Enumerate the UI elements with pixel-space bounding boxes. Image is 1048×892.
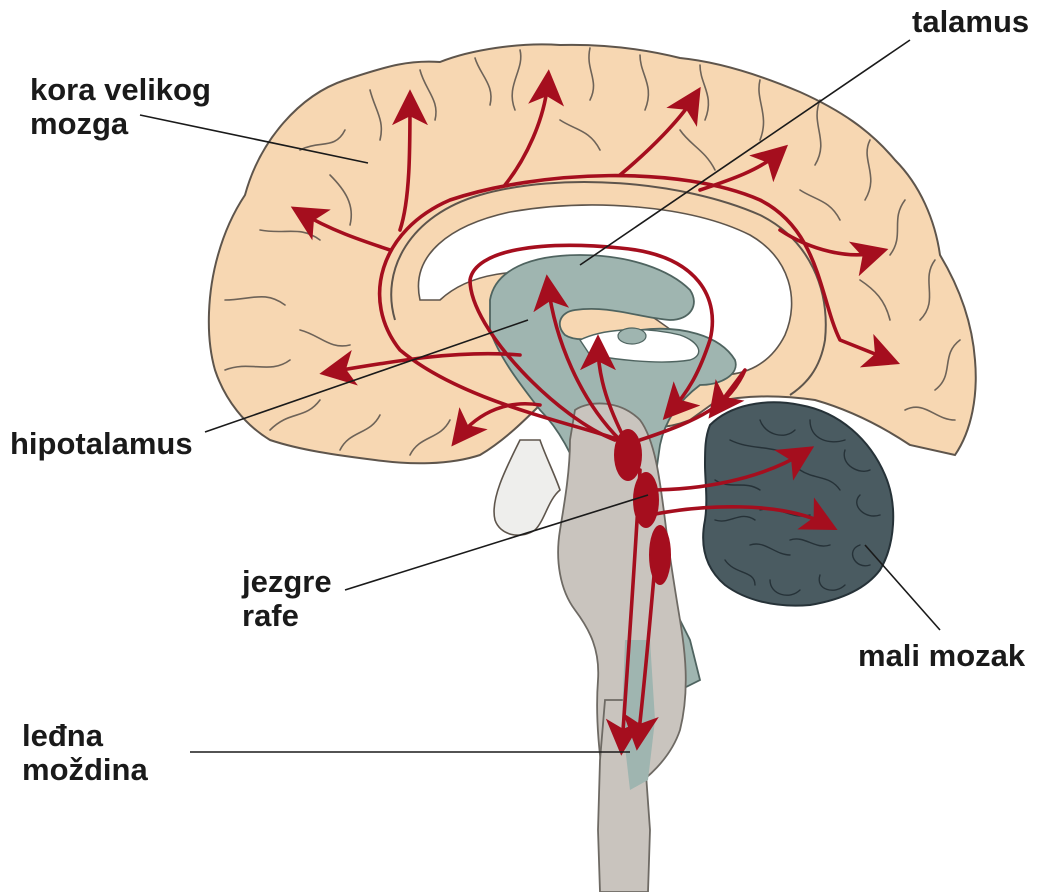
label-cortex-line2: mozga: [30, 106, 129, 141]
pituitary-gland: [494, 440, 560, 535]
massa-intermedia: [618, 328, 646, 344]
label-cerebellum: mali mozak: [858, 638, 1026, 673]
label-raphe-line2: rafe: [242, 598, 299, 633]
label-cortex-line1: kora velikog: [30, 72, 211, 107]
label-thalamus: talamus: [912, 4, 1029, 39]
label-spinal-line1: leđna: [22, 718, 104, 753]
label-spinal-line2: moždina: [22, 752, 148, 787]
label-raphe-line1: jezgre: [241, 564, 332, 599]
cerebellum-region: [703, 402, 893, 605]
label-hypothalamus: hipotalamus: [10, 426, 193, 461]
